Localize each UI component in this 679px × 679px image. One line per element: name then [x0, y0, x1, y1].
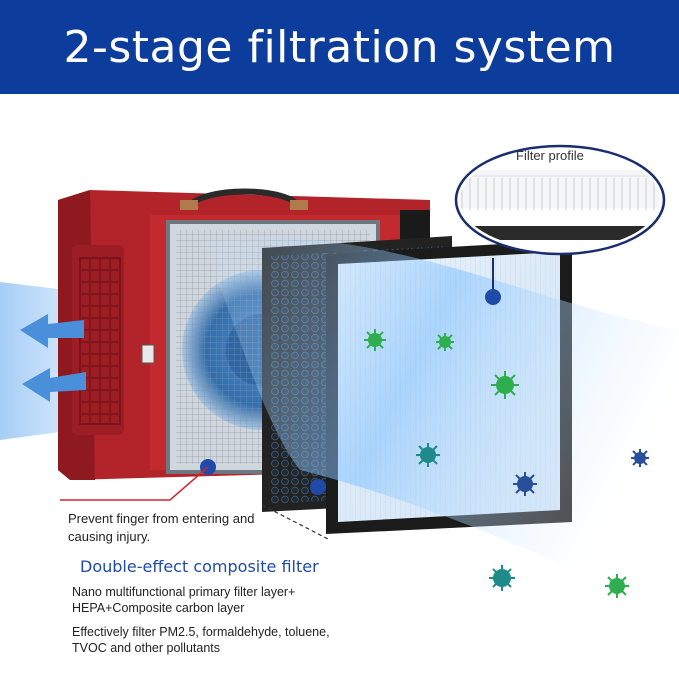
germ-icon [489, 565, 515, 591]
filter-profile-magnifier [454, 144, 666, 256]
title-banner: 2-stage filtration system [0, 0, 679, 94]
layer-description: Nano multifunctional primary filter laye… [72, 585, 296, 615]
effect-description: Effectively filter PM2.5, formaldehyde, … [72, 625, 330, 655]
germ-icon [513, 472, 537, 496]
filtered-airflow [200, 236, 679, 620]
composite-filter-title: Double-effect composite filter [80, 557, 319, 576]
germ-icon [364, 329, 386, 351]
left-arrow-icon [20, 314, 84, 348]
germ-icon [436, 333, 454, 351]
germ-icon [491, 371, 519, 399]
germ-icon [631, 449, 649, 467]
germ-icon [605, 574, 629, 598]
callout-dot-icon [485, 289, 501, 305]
germ-icon [416, 443, 440, 467]
finger-warning-text: Prevent finger from entering and causing… [68, 511, 255, 544]
filter-profile-label: Filter profile [516, 148, 584, 163]
left-arrow-icon [22, 368, 86, 402]
warning-leader-line [60, 466, 209, 501]
callout-dot-icon [310, 479, 326, 495]
page-title: 2-stage filtration system [63, 21, 616, 73]
composite-leader-line [261, 504, 331, 541]
side-vent-grille [79, 257, 121, 425]
